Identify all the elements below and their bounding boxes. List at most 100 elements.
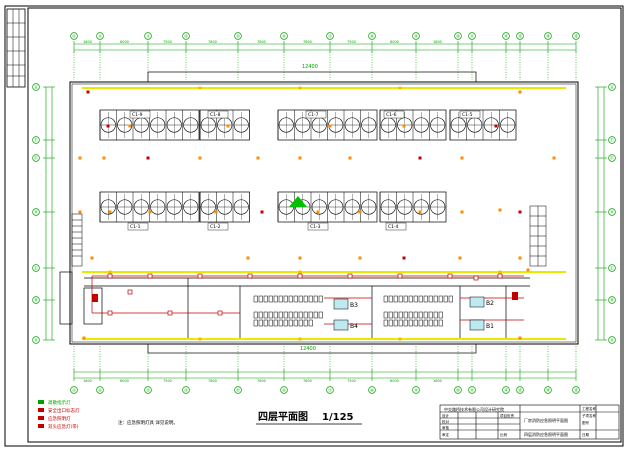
corridor-fixture	[298, 86, 302, 90]
cabinet	[383, 319, 388, 327]
emergency-light	[107, 273, 113, 279]
light-marker	[494, 124, 498, 128]
left-axis-label: Ⓔ	[34, 155, 38, 161]
bottom-axis-label: ③	[146, 388, 150, 393]
cabinet	[423, 319, 428, 327]
bottom-axis-label: ⑦	[328, 388, 332, 393]
cabinet	[418, 311, 423, 319]
cabinet	[433, 295, 438, 303]
right-axis-label: Ⓖ	[610, 84, 614, 90]
emergency-light	[127, 289, 133, 295]
tank-group: C1-7	[277, 109, 378, 141]
top-axis-bubble	[516, 32, 524, 40]
cabinet	[403, 295, 408, 303]
light-marker	[518, 336, 522, 340]
bottom-dim-label: 1800	[83, 379, 92, 383]
bottom-axis-bubble	[280, 386, 288, 394]
cabinet	[288, 295, 293, 303]
light-marker	[526, 268, 530, 272]
top-dim-label: 6000	[390, 40, 399, 44]
top-dim-label: 7800	[208, 40, 217, 44]
cabinet	[298, 311, 303, 319]
bottom-axis-bubble	[368, 386, 376, 394]
binding-strip	[6, 8, 26, 88]
emergency-circuit	[91, 273, 524, 325]
right-axis-label: Ⓕ	[610, 137, 614, 143]
corridor-lines	[82, 87, 566, 340]
cabinet	[273, 311, 278, 319]
cabinet	[278, 319, 283, 327]
light-marker	[298, 256, 302, 260]
light-marker	[214, 210, 218, 214]
cabinet	[258, 295, 263, 303]
title-block-row-3: 审核	[442, 425, 450, 430]
tank-group-label: C1-9	[132, 112, 143, 118]
cabinet	[263, 311, 268, 319]
top-axis-label: ③	[146, 34, 150, 39]
top-axis-label: ⑨	[414, 34, 418, 39]
title-block-field-5: 比例	[500, 432, 508, 437]
exit-sign	[92, 294, 98, 302]
exit-sign	[512, 292, 518, 300]
bottom-span-label: 12400	[300, 346, 316, 352]
top-axis-label: ⑭	[546, 33, 550, 39]
light-marker	[226, 124, 230, 128]
emergency-light	[167, 310, 173, 316]
room-label-b4: B4	[350, 323, 358, 330]
inner-border	[27, 7, 622, 443]
legend-item-3: 应急照明灯	[48, 415, 71, 422]
light-marker	[78, 210, 82, 214]
right-axis-bubble	[608, 154, 616, 162]
light-marker	[90, 256, 94, 260]
cabinet	[313, 311, 318, 319]
bottom-axis-label: ⑨	[414, 388, 418, 393]
tank-group-label: C1-8	[210, 112, 221, 118]
top-axis-bubble	[572, 32, 580, 40]
cabinet	[428, 319, 433, 327]
top-dim-label: 7800	[257, 40, 266, 44]
tank-group: C1-5	[449, 109, 517, 141]
tank-group: C1-3	[277, 191, 378, 231]
tank-group-label: C1-1	[130, 224, 141, 230]
cabinet	[438, 311, 443, 319]
cabinet	[303, 295, 308, 303]
bottom-dim-label: 1800	[433, 379, 442, 383]
cabinet	[433, 311, 438, 319]
top-dim-label: 7500	[163, 40, 172, 44]
cabinet	[388, 311, 393, 319]
emergency-light	[247, 273, 253, 279]
light-marker	[518, 256, 522, 260]
left-axis-bubble	[32, 154, 40, 162]
cabinet	[448, 295, 453, 303]
emergency-light	[347, 273, 353, 279]
cabinet	[313, 295, 318, 303]
cabinet	[288, 311, 293, 319]
right-axis-bubble	[608, 336, 616, 344]
cabinet	[288, 319, 293, 327]
tank-group-label: C1-3	[310, 224, 321, 230]
bottom-axis-bubble	[144, 386, 152, 394]
left-axis-bubble	[32, 208, 40, 216]
cabinet	[303, 311, 308, 319]
top-axis-label: ⑪	[470, 33, 474, 39]
bottom-dim-label: 6000	[120, 379, 129, 383]
cabinet	[273, 295, 278, 303]
room-labels: B3 B4 B2 B1	[333, 296, 494, 331]
light-marker	[460, 210, 464, 214]
right-axis-label: Ⓐ	[610, 337, 614, 343]
cabinet	[308, 311, 313, 319]
cabinet	[418, 319, 423, 327]
room-label-b3: B3	[350, 302, 358, 309]
left-axis-label: Ⓒ	[34, 265, 38, 271]
right-axis-label: Ⓓ	[610, 209, 614, 215]
corridor-fixture	[498, 270, 502, 274]
cabinet	[308, 319, 313, 327]
light-marker	[458, 256, 462, 260]
emergency-light	[473, 275, 479, 281]
light-marker	[316, 210, 320, 214]
top-dim-label: 1800	[83, 40, 92, 44]
cabinet	[433, 319, 438, 327]
